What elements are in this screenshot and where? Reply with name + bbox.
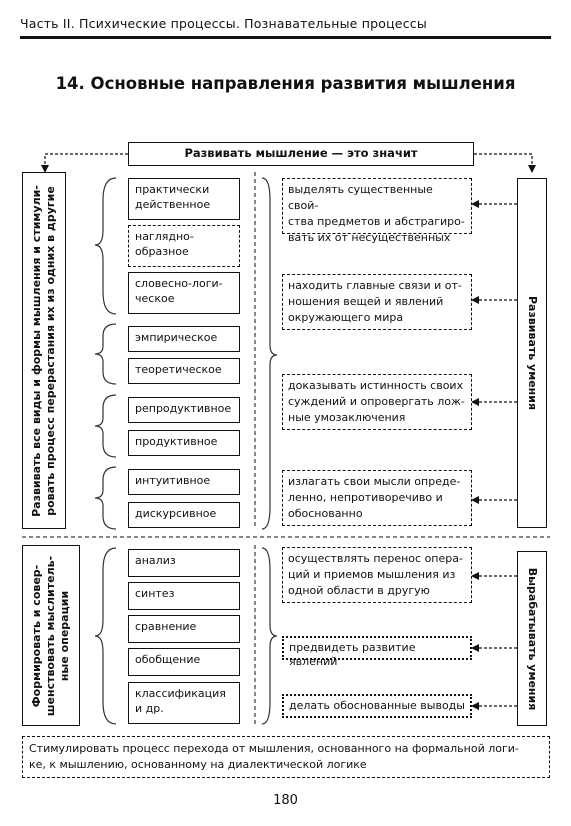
right-top-label-box: Развивать умения bbox=[517, 178, 547, 528]
brace-r2 bbox=[261, 547, 278, 725]
left-top-label-box: Развивать все виды и формы мышления и ст… bbox=[22, 172, 66, 529]
brace-4 bbox=[94, 466, 117, 530]
left-bottom-label-box: Формировать и совер- шенствовать мыслите… bbox=[22, 545, 80, 726]
header-rule bbox=[20, 36, 551, 39]
skill-box-5: осуществлять перенос опера- ций и приемо… bbox=[282, 547, 472, 603]
left-bottom-label: Формировать и совер- шенствовать мыслите… bbox=[30, 555, 71, 716]
type-box-theoretical: теоретическое bbox=[128, 358, 240, 384]
brace-1 bbox=[94, 177, 117, 315]
diagram-title: 14. Основные направления развития мышлен… bbox=[55, 74, 516, 93]
skill-box-6: предвидеть развитие явлений bbox=[282, 636, 472, 668]
type-box-intuitive: интуитивное bbox=[128, 469, 240, 495]
type-box-visual: наглядно-образное bbox=[128, 225, 240, 267]
skill-box-2: находить главные связи и от- ношения вещ… bbox=[282, 274, 472, 330]
center-right-arrow bbox=[474, 153, 536, 173]
operation-box-comparison: сравнение bbox=[128, 615, 240, 643]
right-bottom-label-box: Вырабатывать умения bbox=[517, 551, 547, 726]
skill-box-1: выделять существенные свой- ства предмет… bbox=[282, 178, 472, 244]
bottom-summary-box: Стимулировать процесс перехода от мышлен… bbox=[22, 736, 550, 778]
skill-box-3: доказывать истинность своих суждений и о… bbox=[282, 374, 472, 430]
operation-box-analysis: анализ bbox=[128, 549, 240, 577]
right-bottom-label: Вырабатывать умения bbox=[526, 567, 539, 710]
type-box-reproductive: репродуктивное bbox=[128, 397, 240, 423]
brace-2 bbox=[94, 323, 117, 385]
type-box-discursive: дискурсивное bbox=[128, 502, 240, 528]
skill-box-4: излагать свои мысли опреде- ленно, непро… bbox=[282, 470, 472, 526]
right-top-label: Развивать умения bbox=[526, 295, 539, 411]
type-box-empirical: эмпирическое bbox=[128, 326, 240, 352]
operation-box-generalization: обобщение bbox=[128, 648, 240, 676]
type-box-verbal-logical: словесно-логи- ческое bbox=[128, 272, 240, 314]
brace-5 bbox=[94, 547, 117, 725]
center-label-box: Развивать мышление — это значит bbox=[128, 142, 474, 166]
center-left-arrow bbox=[41, 153, 128, 173]
type-box-productive: продуктивное bbox=[128, 430, 240, 456]
page-number: 180 bbox=[273, 793, 298, 808]
brace-r1 bbox=[261, 177, 278, 530]
page-header: Часть II. Психические процессы. Познават… bbox=[20, 16, 427, 31]
brace-3 bbox=[94, 394, 117, 458]
operation-box-synthesis: синтез bbox=[128, 582, 240, 610]
skill-box-7: делать обоснованные выводы bbox=[282, 694, 472, 718]
left-top-label: Развивать все виды и формы мышления и ст… bbox=[30, 184, 57, 517]
